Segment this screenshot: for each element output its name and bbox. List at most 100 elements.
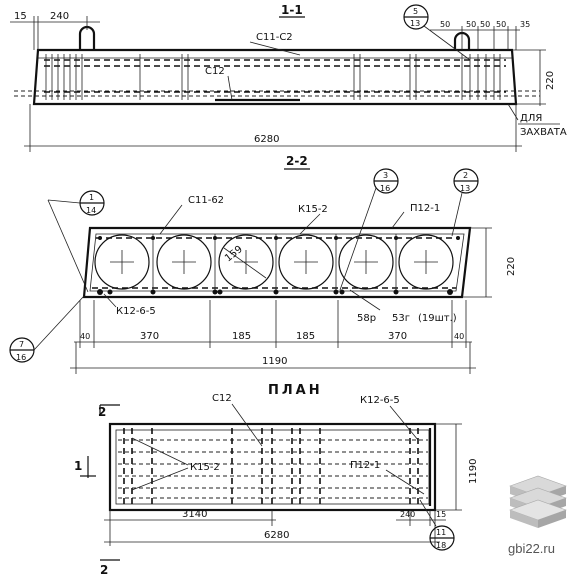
callout-1-sheet: 14 [86,206,96,215]
leader-inserts [349,289,381,311]
watermark: gbi22.ru [508,475,567,556]
callout-11-sheet: 18 [436,541,446,550]
dim-plan-1190: 1190 [468,459,479,484]
callout-2-num: 2 [463,171,468,180]
callout-5-num: 5 [413,7,418,16]
label-bar-k15-2: К15-2 [298,204,328,215]
leader-plan-k15-2-a [131,437,189,466]
void-2 [156,234,212,290]
stirrups-right [353,54,501,100]
dim-height-220: 220 [545,71,556,90]
cut-1-label: 1 [74,459,82,473]
label-bar-k12-6-5: К12-6-5 [116,306,156,317]
dim-plan-240: 240 [400,510,415,519]
dim-plan-3140: 3140 [182,509,207,520]
section-frames [152,234,397,291]
label-plan-k12-6-5: К12-6-5 [360,395,400,406]
leader-c12 [227,75,233,101]
lifting-loop-left [78,25,96,50]
callout-3-sheet: 16 [380,184,390,193]
watermark-logo-icon [509,475,567,528]
void-6 [398,234,454,290]
callout-2-sheet: 13 [460,184,470,193]
dim-40-left: 40 [80,332,90,341]
dim-section-height-220: 220 [506,257,517,276]
plan-outline [108,422,437,512]
void-1 [94,234,150,290]
leader-k12-6-5 [103,293,117,308]
dim-370-left: 370 [140,331,159,342]
label-bar-c11-c2: С11-С2 [256,32,293,43]
leader-plan-c12 [231,403,263,447]
callout-7-num: 7 [19,340,24,349]
section-2-title: 2-2 [286,154,308,168]
dim-50-c: 50 [480,20,490,29]
callout-3-num: 3 [383,171,388,180]
dim-section-total-1190: 1190 [262,356,287,367]
label-inserts-count: (19шт.) [418,313,457,324]
label-bar-c12: С12 [205,66,225,77]
void-3 [218,234,274,290]
callout-7-16: 7 16 [9,295,85,363]
label-bar-p12-1: П12-1 [410,203,440,214]
section-2-2: 2-2 159 [9,154,517,374]
label-inserts: 58р [357,313,376,324]
dim-35: 35 [520,20,530,29]
callout-5-13: 5 13 [403,4,471,61]
callout-7-sheet: 16 [16,353,26,362]
dim-40-right: 40 [454,332,464,341]
leader-c11-62 [159,204,183,235]
dim-plan-15: 15 [436,510,446,519]
dim-length-6280: 6280 [254,134,279,145]
cut-marker-2-bottom: 2 [100,559,120,575]
plan-long-rebars [118,439,428,499]
label-plan-c12: С12 [212,393,232,404]
leader-c11-c2 [249,41,301,56]
cut-2-bottom-label: 2 [100,563,108,575]
callout-11-18: 11 18 [419,499,455,551]
callout-1-num: 1 [89,193,94,202]
watermark-text: gbi22.ru [508,541,555,556]
label-grip-2: ЗАХВАТА [520,127,567,138]
leader-plan-p12-1 [385,469,425,495]
dim-370-right: 370 [388,331,407,342]
callout-2-13: 2 13 [451,168,479,237]
leader-k15-2 [299,213,321,235]
label-plan-k15-2: К15-2 [190,462,220,473]
label-inserts-mark: 53г [392,313,410,324]
dim-50-a: 50 [440,20,450,29]
callout-3-16: 3 16 [339,168,399,291]
plan-title: ПЛАН [268,383,323,398]
leader-plan-k12-6-5 [389,405,419,441]
callout-5-sheet: 13 [410,19,420,28]
plan-trans-rebars [123,428,419,506]
cut-marker-1: 1 [74,456,96,478]
dim-section-bottom-ticks [79,300,467,348]
dim-50-d: 50 [496,20,506,29]
stirrups-left [45,54,189,100]
void-4 [278,234,334,290]
callout-11-num: 11 [436,528,446,537]
leader-grip [507,103,519,121]
dim-plan-6280: 6280 [264,530,289,541]
slab-section-inner [89,233,465,292]
cut-marker-2-top: 2 [98,404,120,419]
dim-240: 240 [50,11,69,22]
dim-185-b: 185 [296,331,315,342]
section-1-1: 1-1 [10,3,567,152]
dim-185-a: 185 [232,331,251,342]
label-void-diameter: 159 [223,244,245,264]
plan-view: ПЛАН С12 К12-6- [74,383,479,575]
label-bar-c11-62: С11-62 [188,195,224,206]
cut-2-label: 2 [98,405,106,419]
section-1-title: 1-1 [281,3,303,17]
section-rebar-dots [97,236,460,295]
label-plan-p12-1: П12-1 [350,460,380,471]
callout-1-14: 1 14 [47,190,105,293]
dim-15: 15 [14,11,27,22]
dim-50-b: 50 [466,20,476,29]
label-grip-1: ДЛЯ [520,113,542,124]
leader-p12-1 [391,211,405,229]
